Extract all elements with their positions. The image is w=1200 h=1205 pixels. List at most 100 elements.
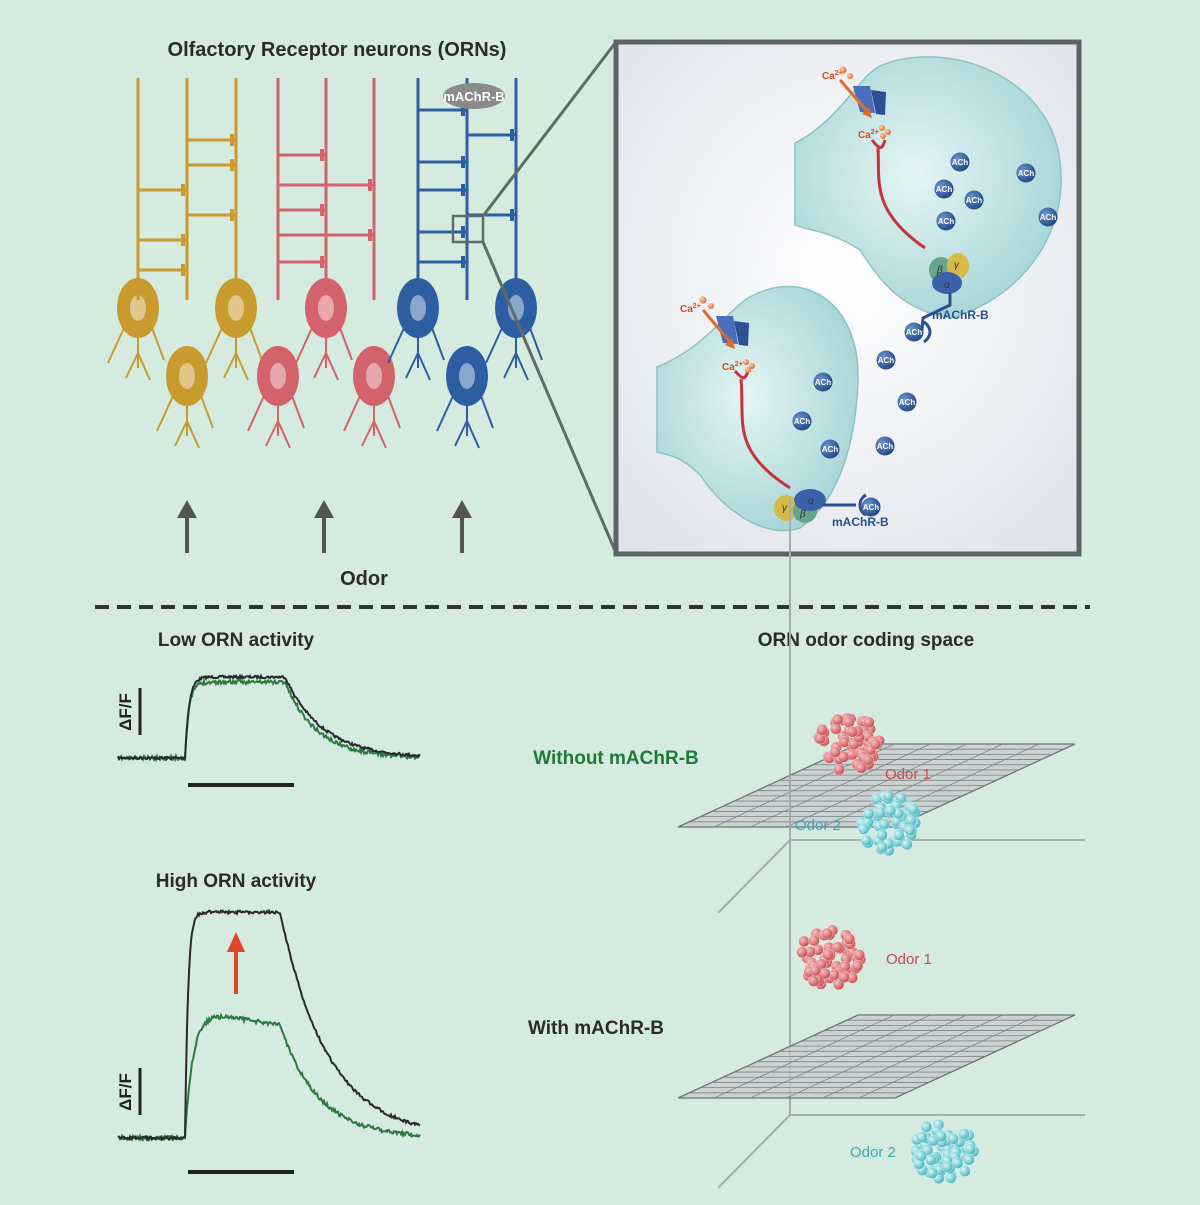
lower-machr-b-label: mAChR-B [832, 515, 889, 529]
cell-body [166, 346, 208, 406]
cell-nucleus [179, 363, 195, 389]
ca-ion [847, 73, 853, 79]
odor-point [855, 762, 867, 774]
cell-nucleus [318, 295, 334, 321]
blue-orn-group [387, 78, 543, 449]
odor-point [882, 790, 895, 802]
cell-nucleus [410, 295, 426, 321]
ach-molecule [876, 350, 896, 370]
odor-point [863, 716, 875, 728]
cell-nucleus [366, 363, 382, 389]
lower-bouton [656, 285, 859, 532]
upper-machr-b-receptor: β γ α [905, 253, 969, 344]
odor-point [846, 726, 858, 738]
dendrite [436, 395, 494, 449]
cell-body [397, 278, 439, 338]
ca-ion [749, 363, 755, 369]
synapse-inset: Ca2+ Ca2+ Ca2+ Ca2+ β γ α [613, 39, 1082, 557]
coding-space-title: ORN odor coding space [758, 630, 974, 651]
odor-arrows [177, 500, 472, 553]
odor-point [920, 1121, 932, 1133]
odor2-cluster [855, 790, 921, 857]
ach-molecule [875, 436, 895, 456]
odor-point [838, 736, 851, 748]
upper-ca-outside: Ca2+ [822, 70, 843, 82]
dendrite [295, 327, 353, 381]
odor2-cluster [910, 1118, 980, 1184]
red-orn-group [247, 78, 401, 449]
odor-point [874, 806, 887, 819]
upper-ca-outside-symbol: Ca [822, 71, 835, 82]
zoom-box [451, 214, 485, 244]
low-trace-green [117, 677, 421, 763]
zoom-connector-bottom [481, 241, 618, 554]
odor-point [851, 960, 864, 972]
odor-point [958, 1128, 970, 1140]
odor-point [915, 1150, 927, 1162]
odor-point [829, 746, 841, 758]
plane-grid-line [858, 1014, 1040, 1099]
plane-grid-line [822, 1014, 1003, 1099]
odor-point [878, 818, 890, 830]
ca-ion [879, 125, 885, 131]
ca-ion [708, 303, 714, 309]
ach-label: ACh [966, 196, 983, 205]
upper-calcium-channel [838, 79, 926, 250]
lower-beta: β [799, 509, 806, 520]
cell-body [257, 346, 299, 406]
ca-ion [743, 359, 749, 365]
high-df-label: ΔF/F [116, 1073, 135, 1111]
odor-point [925, 1154, 937, 1166]
odor-point [838, 971, 850, 983]
high-trace-green [117, 1012, 421, 1143]
ach-label: ACh [952, 158, 969, 167]
lower-ca-inside-charge: 2+ [735, 361, 743, 368]
odor-point [945, 1172, 957, 1184]
upper-beta: β [936, 265, 943, 276]
cell-body [353, 346, 395, 406]
axis-depth [717, 1114, 791, 1189]
ach-molecule [936, 211, 956, 231]
lower-ca-outside-charge: 2+ [693, 303, 701, 310]
odor-point [959, 1165, 971, 1177]
odor-point [831, 941, 844, 953]
cell-nucleus [130, 295, 146, 321]
dendrite [343, 395, 401, 449]
high-trace-black [117, 908, 421, 1142]
cell-body [305, 278, 347, 338]
dendrite [247, 395, 305, 449]
ach-molecule [904, 322, 924, 342]
upper-machr-b-label: mAChR-B [932, 308, 989, 322]
odor2-label: Odor 2 [850, 1144, 896, 1161]
odor-point [857, 823, 870, 835]
odor-point [796, 946, 808, 958]
lower-machr-b-receptor: γ β α [774, 489, 867, 523]
ach-label: ACh [863, 503, 880, 512]
low-df-label: ΔF/F [116, 693, 135, 731]
lower-alpha: α [808, 496, 814, 507]
ach-label: ACh [877, 442, 894, 451]
odor-point [808, 934, 820, 947]
ca-ion [745, 367, 751, 373]
odor-point [907, 803, 919, 815]
odor-point [831, 713, 844, 726]
ca-ion [839, 66, 847, 74]
low-trace-black [117, 673, 421, 762]
odor-point [833, 763, 845, 776]
ach-label: ACh [1018, 169, 1035, 178]
dendrite [485, 327, 543, 381]
plane-grid-line [713, 1014, 895, 1099]
neuron-panel-title: Olfactory Receptor neurons (ORNs) [168, 39, 507, 61]
odor-point [853, 949, 865, 961]
axis-depth [717, 839, 791, 914]
odor-point [926, 1167, 938, 1179]
odor-point [843, 933, 856, 945]
cell-body [215, 278, 257, 338]
odor-point [884, 804, 896, 817]
plane-grid-line [750, 1014, 931, 1099]
orange-orn-group [107, 78, 263, 449]
dendrite [156, 395, 214, 449]
